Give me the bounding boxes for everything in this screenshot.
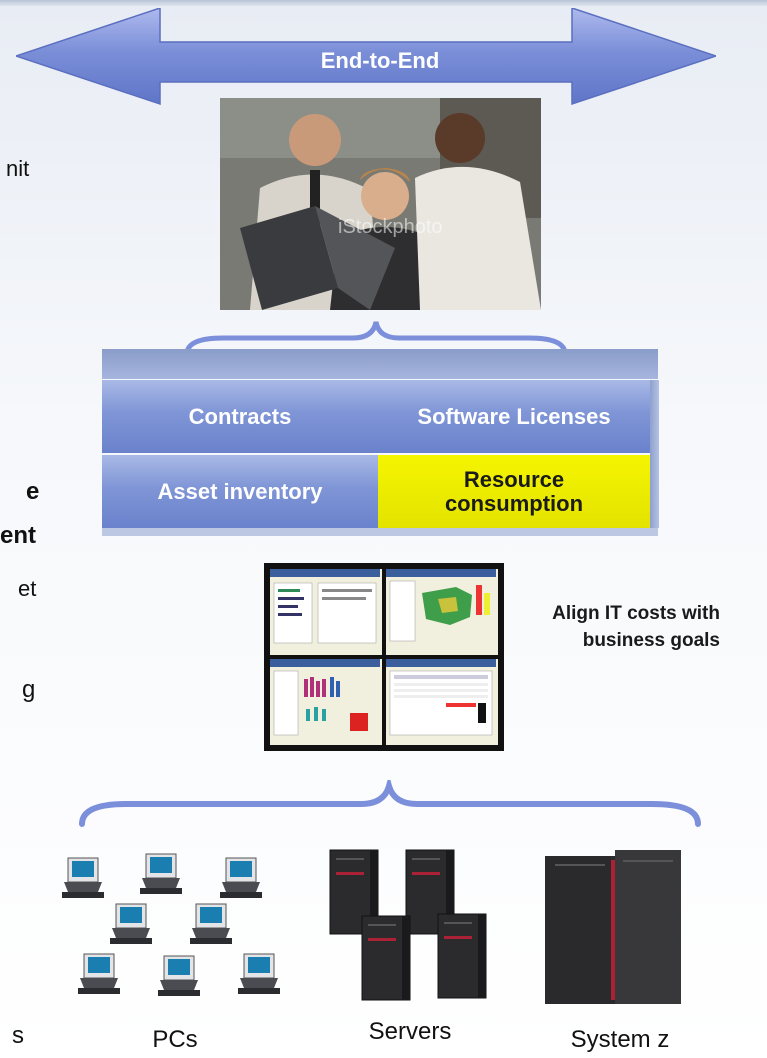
resource-consumption-label: Resource consumption bbox=[444, 466, 584, 516]
system-z-caption: System z bbox=[570, 1026, 670, 1053]
upper-brace bbox=[184, 321, 568, 357]
dashboard-pane-bars bbox=[270, 659, 382, 745]
pcs-illustration bbox=[61, 853, 281, 997]
top-border bbox=[0, 0, 767, 6]
asset-inventory-block: Asset inventory bbox=[102, 455, 379, 528]
end-to-end-label: End-to-End bbox=[320, 48, 440, 73]
software-licenses-block: Software Licenses bbox=[378, 380, 650, 453]
pcs-caption: PCs bbox=[152, 1026, 198, 1053]
dashboard-pane-map bbox=[386, 569, 498, 655]
dashboard-pane-tree bbox=[270, 569, 382, 655]
dashboard-pane-table bbox=[386, 659, 498, 745]
servers-illustration bbox=[329, 849, 487, 1001]
left-fragment-3: ent bbox=[0, 522, 36, 549]
team-photo-illustration bbox=[220, 98, 541, 310]
left-fragment-4: et bbox=[18, 576, 37, 601]
photo-watermark: iStockphoto bbox=[338, 216, 443, 238]
asset-inventory-label: Asset inventory bbox=[157, 478, 323, 504]
align-it-costs-text: Align IT costs with business goals bbox=[552, 603, 720, 651]
matrix-bottom-face bbox=[102, 528, 658, 536]
end-to-end-arrow bbox=[16, 8, 716, 106]
servers-caption: Servers bbox=[368, 1018, 452, 1045]
matrix-side-face bbox=[650, 380, 659, 528]
team-photo: iStockphoto bbox=[220, 98, 541, 310]
software-licenses-label: Software Licenses bbox=[417, 403, 611, 429]
left-fragment-6: s bbox=[12, 1022, 24, 1049]
left-fragment-1: nit bbox=[6, 156, 30, 181]
left-fragment-5: g bbox=[22, 676, 36, 703]
contracts-label: Contracts bbox=[188, 403, 292, 429]
system-z-illustration bbox=[545, 850, 681, 1004]
lower-brace bbox=[79, 780, 701, 827]
matrix-top-face bbox=[102, 349, 658, 379]
left-fragment-2: e bbox=[26, 478, 40, 505]
resource-consumption-block: Resource consumption bbox=[378, 455, 650, 528]
contracts-block: Contracts bbox=[102, 380, 379, 453]
dashboard-screenshot-collage bbox=[264, 563, 504, 751]
